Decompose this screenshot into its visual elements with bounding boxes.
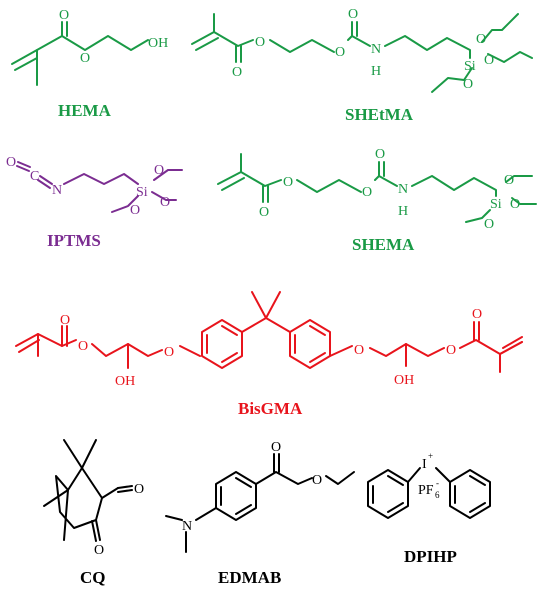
dpihp-minus-charge: -	[436, 478, 439, 488]
shetma-label: SHEtMA	[345, 105, 414, 124]
hema-ester-oxygen: O	[80, 51, 90, 66]
shema-nitrogen: N	[398, 182, 408, 197]
shema-methoxy-oxygen-2: O	[510, 197, 520, 212]
bisgma-right-ester-oxygen: O	[446, 343, 456, 358]
bisgma-right-ether-oxygen: O	[354, 343, 364, 358]
iptms-nitrogen: N	[52, 183, 62, 198]
bisgma-right-carbonyl-oxygen: O	[472, 307, 482, 322]
shema-methoxy-oxygen-1: O	[504, 173, 514, 188]
shema-link-oxygen: O	[362, 185, 372, 200]
shetma-structure: O O O O N H Si O O O SHEtMA	[191, 7, 533, 124]
hema-hydroxyl: OH	[148, 36, 168, 51]
edmab-nitrogen: N	[182, 519, 192, 534]
shetma-ethoxy-oxygen-1: O	[476, 32, 486, 47]
bisgma-structure: O O OH O O OH O O BisGMA	[15, 291, 523, 418]
iptms-isocyanate-carbon: C	[30, 169, 39, 184]
bisgma-label: BisGMA	[238, 399, 303, 418]
dpihp-structure: I + PF 6 - DPIHP	[367, 451, 491, 566]
shema-silicon: Si	[490, 197, 502, 212]
hema-carbonyl-oxygen: O	[59, 8, 69, 23]
dpihp-pf-label: PF	[418, 483, 434, 498]
shema-methoxy-oxygen-3: O	[484, 217, 494, 232]
bisgma-left-carbonyl-oxygen: O	[60, 313, 70, 328]
shema-ester-oxygen: O	[283, 175, 293, 190]
dpihp-iodine: I	[422, 457, 427, 472]
shema-label: SHEMA	[352, 235, 415, 254]
hema-structure: O O OH HEMA	[11, 8, 168, 120]
bisgma-right-hydroxyl: OH	[394, 373, 414, 388]
iptms-structure: O C N Si O O O IPTMS	[6, 155, 183, 250]
edmab-carbonyl-oxygen: O	[271, 440, 281, 455]
shetma-carbamate-oxygen: O	[348, 7, 358, 22]
dpihp-plus-charge: +	[428, 451, 433, 461]
shetma-carbonyl-oxygen: O	[232, 65, 242, 80]
cq-structure: O O CQ	[43, 439, 144, 587]
shema-carbonyl-oxygen: O	[259, 205, 269, 220]
shetma-ester-oxygen: O	[255, 35, 265, 50]
iptms-methoxy-oxygen-3: O	[130, 203, 140, 218]
bisgma-left-ether-oxygen: O	[164, 345, 174, 360]
shetma-hydrogen: H	[371, 64, 381, 79]
iptms-methoxy-oxygen-2: O	[160, 195, 170, 210]
shetma-link-oxygen: O	[335, 45, 345, 60]
iptms-label: IPTMS	[47, 231, 101, 250]
bisgma-left-ester-oxygen: O	[78, 339, 88, 354]
cq-oxygen-1: O	[134, 482, 144, 497]
iptms-methoxy-oxygen-1: O	[154, 163, 164, 178]
edmab-label: EDMAB	[218, 568, 281, 587]
shema-hydrogen: H	[398, 204, 408, 219]
shetma-silicon: Si	[464, 59, 476, 74]
bisgma-left-hydroxyl: OH	[115, 374, 135, 389]
dpihp-label: DPIHP	[404, 547, 457, 566]
cq-oxygen-2: O	[94, 543, 104, 558]
hema-label: HEMA	[58, 101, 112, 120]
cq-label: CQ	[80, 568, 106, 587]
shetma-ethoxy-oxygen-2: O	[484, 53, 494, 68]
shetma-ethoxy-oxygen-3: O	[463, 77, 473, 92]
shema-carbamate-oxygen: O	[375, 147, 385, 162]
dpihp-subscript-six: 6	[435, 490, 440, 500]
iptms-silicon: Si	[136, 185, 148, 200]
shetma-nitrogen: N	[371, 42, 381, 57]
edmab-structure: N O O EDMAB	[165, 440, 355, 587]
iptms-isocyanate-oxygen: O	[6, 155, 16, 170]
shema-structure: O O O O N H Si O O O SHEMA	[217, 147, 537, 254]
edmab-ester-oxygen: O	[312, 473, 322, 488]
